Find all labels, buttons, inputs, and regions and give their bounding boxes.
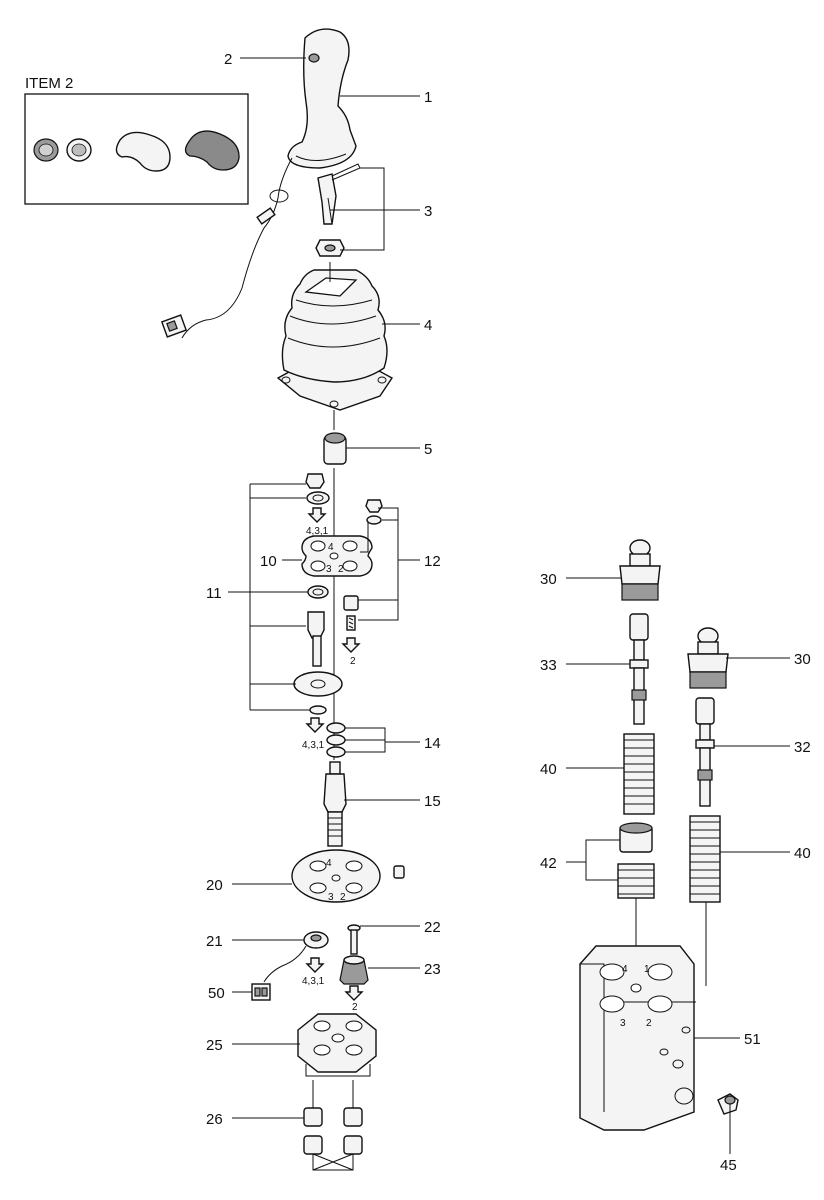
callout-11: 11 <box>206 585 222 602</box>
callout-12: 12 <box>424 553 441 570</box>
plate10-mark-2: 2 <box>338 564 344 575</box>
part-21-sensor <box>263 931 329 983</box>
part-30-plug-left <box>619 539 661 601</box>
part-45-plug-screw <box>717 1093 739 1115</box>
callout-22: 22 <box>424 919 441 936</box>
body-mark-1: 1 <box>644 964 650 975</box>
item2-cover-b <box>184 130 240 171</box>
part-32-spool <box>695 697 715 807</box>
callout-5: 5 <box>424 441 432 458</box>
leader-lines <box>228 57 790 1154</box>
callout-42: 42 <box>540 855 557 872</box>
body-mark-4: 4 <box>622 964 628 975</box>
part-33-spool <box>629 613 649 725</box>
callout-26: 26 <box>206 1111 223 1128</box>
part-1-handle <box>287 28 357 169</box>
part-23-spool-guide <box>339 955 369 985</box>
callout-10: 10 <box>260 553 277 570</box>
callout-4: 4 <box>424 317 432 334</box>
handle-cable <box>160 157 293 339</box>
callout-30-right: 30 <box>794 651 811 668</box>
part-15-shaft <box>323 761 347 847</box>
part-5-bushing <box>323 432 347 465</box>
plate10-mark-4: 4 <box>328 542 334 553</box>
part-2-button-hole <box>308 53 320 63</box>
callout-40-right: 40 <box>794 845 811 862</box>
part-4-boot <box>276 269 394 411</box>
part-26-bushings <box>303 1080 363 1171</box>
part-50-connector <box>251 983 271 1001</box>
callout-labels: 2 1 3 4 5 10 11 12 14 15 20 21 22 23 50 … <box>206 51 811 1174</box>
port-mark-431-a: 4,3,1 <box>306 526 329 537</box>
part-40-spring-left <box>623 733 655 815</box>
part-14-washers <box>326 722 386 758</box>
callout-33: 33 <box>540 657 557 674</box>
body-mark-2: 2 <box>646 1018 652 1029</box>
callout-1: 1 <box>424 89 432 106</box>
port-mark-2-a: 2 <box>350 656 356 667</box>
part-42-cap-spring <box>617 822 655 974</box>
callout-25: 25 <box>206 1037 223 1054</box>
part-cluster-11 <box>249 473 343 715</box>
callout-45: 45 <box>720 1157 737 1174</box>
flow-arrow-icon <box>305 507 364 1001</box>
part-51-valve-body <box>579 945 696 1131</box>
callout-40-left: 40 <box>540 761 557 778</box>
callout-3: 3 <box>424 203 432 220</box>
part-40-spring-right <box>689 815 721 986</box>
callout-20: 20 <box>206 877 223 894</box>
body-mark-3: 3 <box>620 1018 626 1029</box>
part-10-plate <box>301 535 373 577</box>
item2-cover-a <box>115 131 171 172</box>
plate20-mark-4: 4 <box>326 858 332 869</box>
part-20-plate <box>291 849 405 903</box>
port-marks: 4,3,1 2 4,3,1 4,3,1 2 4 3 2 4 3 2 4 1 3 … <box>302 526 652 1029</box>
callout-23: 23 <box>424 961 441 978</box>
part-30-plug-right <box>687 627 729 689</box>
inset-title: ITEM 2 <box>25 75 73 92</box>
plate10-mark-3: 3 <box>326 564 332 575</box>
callout-14: 14 <box>424 735 441 752</box>
part-3-pin-and-nut <box>315 163 361 257</box>
callout-50: 50 <box>208 985 225 1002</box>
item2-inset: ITEM 2 <box>24 75 249 205</box>
port-mark-2-b: 2 <box>352 1002 358 1013</box>
plate20-mark-3: 3 <box>328 892 334 903</box>
callout-30-left: 30 <box>540 571 557 588</box>
part-22-pin <box>347 924 361 955</box>
callout-21: 21 <box>206 933 223 950</box>
callout-32: 32 <box>794 739 811 756</box>
port-mark-431-b: 4,3,1 <box>302 740 325 751</box>
part-cluster-12 <box>343 499 399 631</box>
callout-2: 2 <box>224 51 232 68</box>
callout-15: 15 <box>424 793 441 810</box>
part-25-base-plate <box>297 1013 377 1077</box>
plate20-mark-2: 2 <box>340 892 346 903</box>
callout-51: 51 <box>744 1031 761 1048</box>
port-mark-431-c: 4,3,1 <box>302 976 325 987</box>
